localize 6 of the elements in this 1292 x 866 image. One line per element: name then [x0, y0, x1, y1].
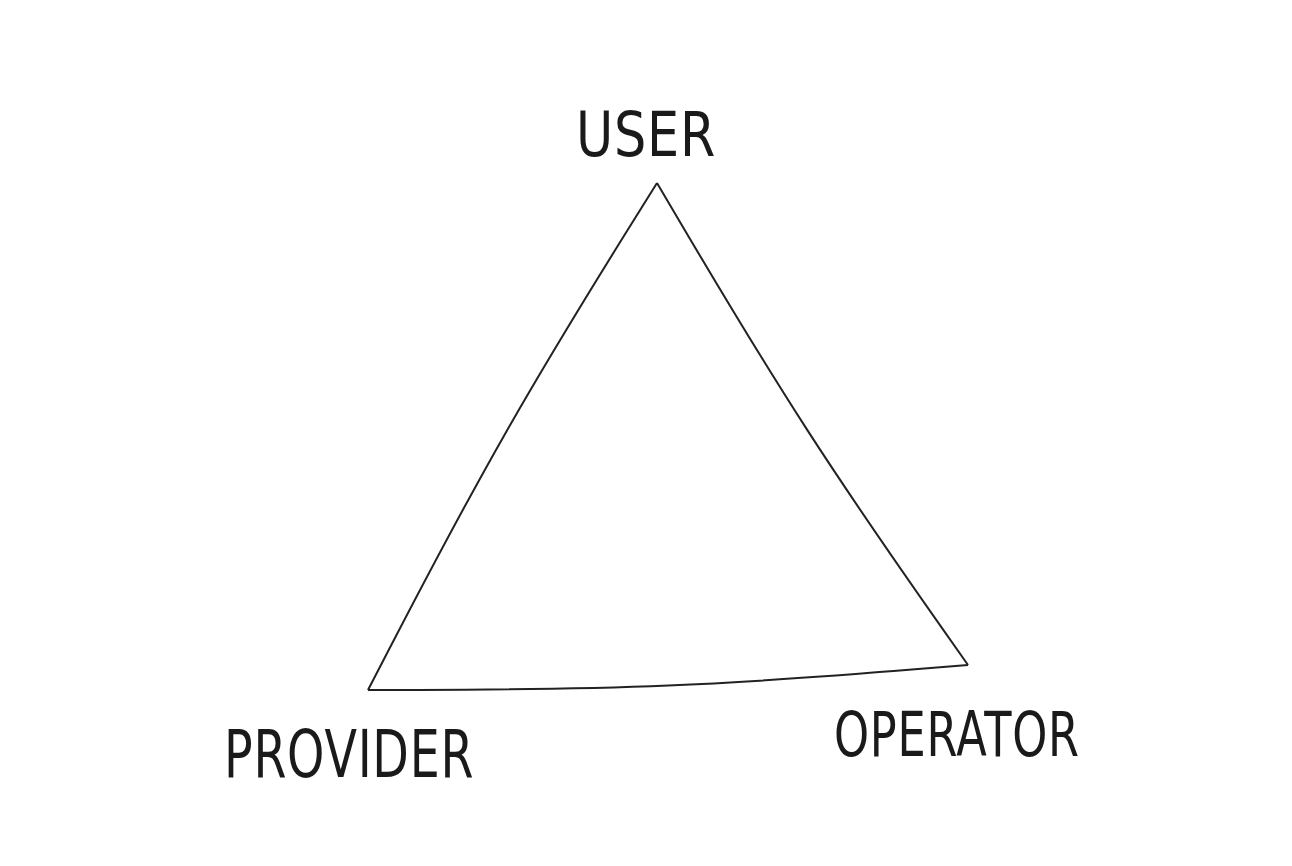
role-label: USER — [576, 104, 717, 166]
role-label: PROVIDER — [224, 722, 475, 788]
role-label: OPERATOR — [834, 704, 1080, 766]
line — [367, 664, 969, 691]
line — [656, 182, 969, 666]
line — [367, 182, 658, 691]
